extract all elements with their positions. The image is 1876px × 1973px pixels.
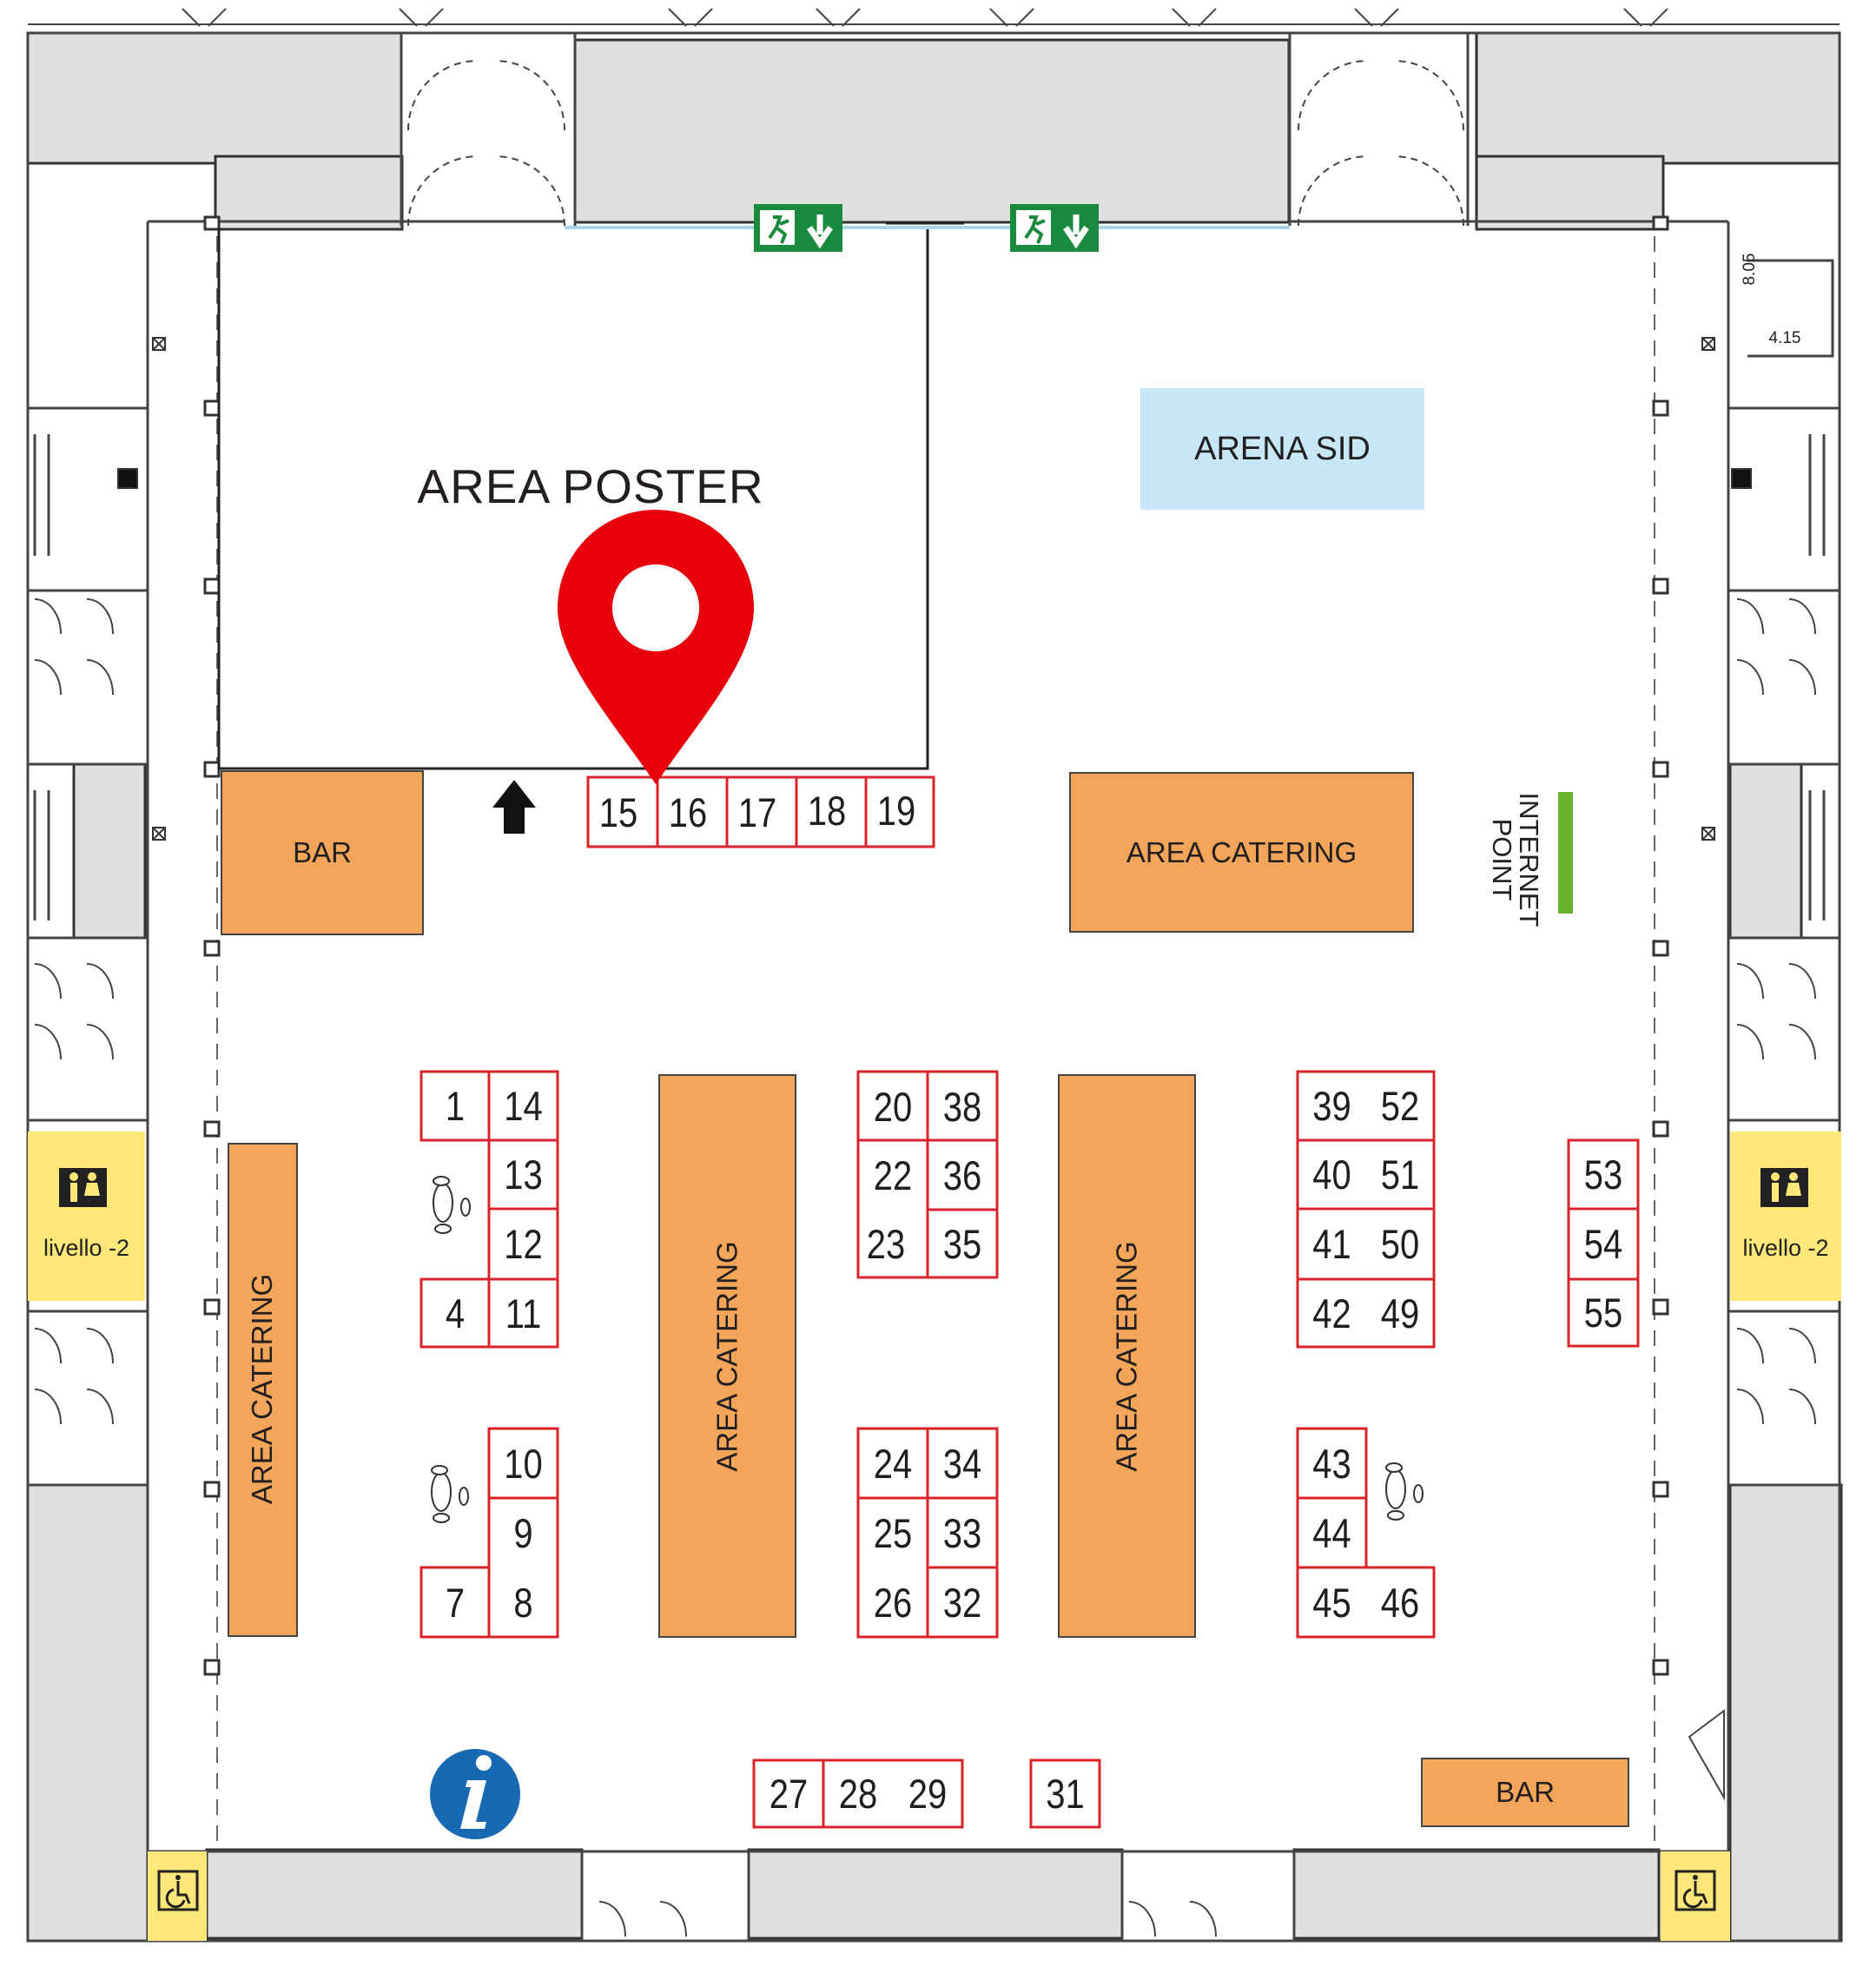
booth-55[interactable]: 55 [1583,1290,1623,1336]
booth-15[interactable]: 15 [598,789,638,835]
catering-left [228,1143,298,1637]
catering-mid1 [658,1074,796,1638]
internet-point-bar [1558,792,1573,914]
booth-50[interactable]: 50 [1380,1221,1420,1267]
poster-area [217,221,1290,770]
booth-28[interactable]: 28 [838,1771,878,1817]
internet-label-line1: INTERNET [1514,792,1544,927]
booth-32[interactable]: 32 [942,1579,982,1626]
livello-left-label: livello -2 [43,1234,130,1261]
booth-12[interactable]: 12 [504,1221,543,1267]
booth-42[interactable]: 42 [1312,1290,1351,1336]
booth-outlines [419,775,1640,1829]
booth-16[interactable]: 16 [668,789,708,835]
restroom-area-right [1730,1132,1841,1301]
booth-45[interactable]: 45 [1312,1579,1351,1626]
booth-22[interactable]: 22 [873,1151,913,1198]
bar-top-label: BAR [293,836,352,868]
booth-10[interactable]: 10 [504,1440,543,1487]
booth-8[interactable]: 8 [513,1579,533,1626]
booth-38[interactable]: 38 [942,1083,982,1130]
bar-bottom [1421,1758,1629,1827]
booth-27[interactable]: 27 [769,1771,809,1817]
booth-17[interactable]: 17 [737,789,777,835]
emergency-exit-icon [1010,204,1099,252]
booth-43[interactable]: 43 [1312,1440,1351,1487]
booth-4[interactable]: 4 [445,1290,466,1336]
booth-20[interactable]: 20 [873,1083,913,1130]
doors-top [182,8,1668,227]
outer-walls [26,31,1843,1943]
booth-24[interactable]: 24 [873,1440,913,1487]
booth-35[interactable]: 35 [942,1220,982,1267]
booth-31[interactable]: 31 [1046,1771,1085,1817]
small-markers [117,337,1752,841]
booth-36[interactable]: 36 [942,1151,982,1198]
booth-34[interactable]: 34 [942,1440,982,1487]
footprints-icon [1385,1462,1424,1521]
booth-14[interactable]: 14 [504,1083,543,1129]
emergency-exit-icon [754,204,842,252]
booth-44[interactable]: 44 [1312,1509,1351,1556]
bar-top [221,770,424,935]
booth-18[interactable]: 18 [807,787,847,834]
columns [203,215,1669,1676]
booth-39[interactable]: 39 [1312,1083,1351,1129]
booth-7[interactable]: 7 [445,1579,466,1626]
booth-49[interactable]: 49 [1380,1290,1420,1336]
booth-54[interactable]: 54 [1583,1221,1623,1267]
booth-29[interactable]: 29 [908,1771,948,1817]
footprints-icon [431,1465,469,1523]
wheelchair-icon [148,1851,207,1941]
booth-23[interactable]: 23 [866,1220,906,1267]
doors-sides [34,598,1816,1937]
catering-mid1-label: AREA CATERING [710,1241,743,1472]
booth-33[interactable]: 33 [942,1509,982,1556]
location-pin-icon[interactable] [558,510,754,784]
arena-sid [1140,388,1424,510]
booth-46[interactable]: 46 [1380,1579,1420,1626]
arena-sid-label: ARENA SID [1194,430,1371,467]
wheelchair-icon [1661,1851,1730,1941]
booth-9[interactable]: 9 [513,1509,533,1556]
booth-51[interactable]: 51 [1380,1151,1420,1198]
catering-areas [221,770,1629,1827]
livello-right-label: livello -2 [1742,1234,1829,1261]
measure-width: 4.15 [1768,329,1801,347]
catering-left-label: AREA CATERING [245,1273,278,1505]
booth-11[interactable]: 11 [505,1290,542,1336]
booth-25[interactable]: 25 [873,1509,913,1556]
booth-13[interactable]: 13 [504,1151,543,1198]
booth-41[interactable]: 41 [1312,1221,1351,1267]
booth-40[interactable]: 40 [1312,1151,1351,1198]
booth-1[interactable]: 1 [445,1083,466,1129]
catering-top [1069,772,1414,933]
booth-26[interactable]: 26 [873,1579,913,1626]
internet-label-line2: POINT [1487,818,1517,901]
area-poster-label: AREA POSTER [417,459,764,513]
bar-bottom-label: BAR [1496,1776,1555,1808]
booth-52[interactable]: 52 [1380,1083,1420,1129]
catering-mid2 [1058,1074,1196,1638]
arrow-up-icon [492,780,536,834]
catering-top-label: AREA CATERING [1126,835,1357,868]
restroom-area-left [28,1132,145,1301]
internet-point-label: INTERNET POINT [1485,769,1546,951]
measure-height: 8.05 [1741,253,1759,286]
inner-boundary [216,236,1655,1841]
booth-19[interactable]: 19 [876,787,916,834]
catering-mid2-label: AREA CATERING [1110,1241,1143,1472]
info-icon[interactable] [430,1749,520,1839]
outer-frame [26,23,1841,1943]
booth-53[interactable]: 53 [1583,1151,1623,1198]
footprints-icon [433,1176,471,1234]
